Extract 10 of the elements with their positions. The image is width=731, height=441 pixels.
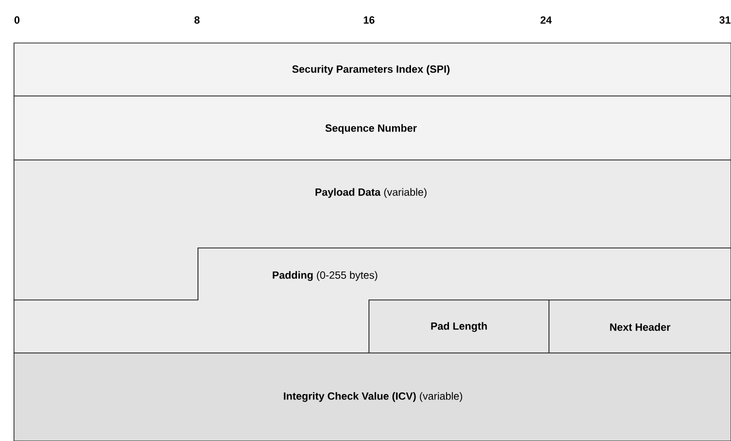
- bit-number: 8: [194, 16, 200, 24]
- field-box: Next Header: [548, 300, 731, 354]
- bit-number: 0: [14, 16, 20, 24]
- bit-number: 16: [364, 16, 374, 24]
- field-box: Security Parameters Index (SPI): [14, 42, 731, 96]
- field-box: Integrity Check Value (ICV) (variable): [14, 352, 731, 441]
- bit-number: 24: [540, 16, 552, 24]
- field-box: Sequence Number: [14, 96, 731, 160]
- field-box: Pad Length: [368, 300, 550, 354]
- bit-number: 31: [719, 16, 731, 24]
